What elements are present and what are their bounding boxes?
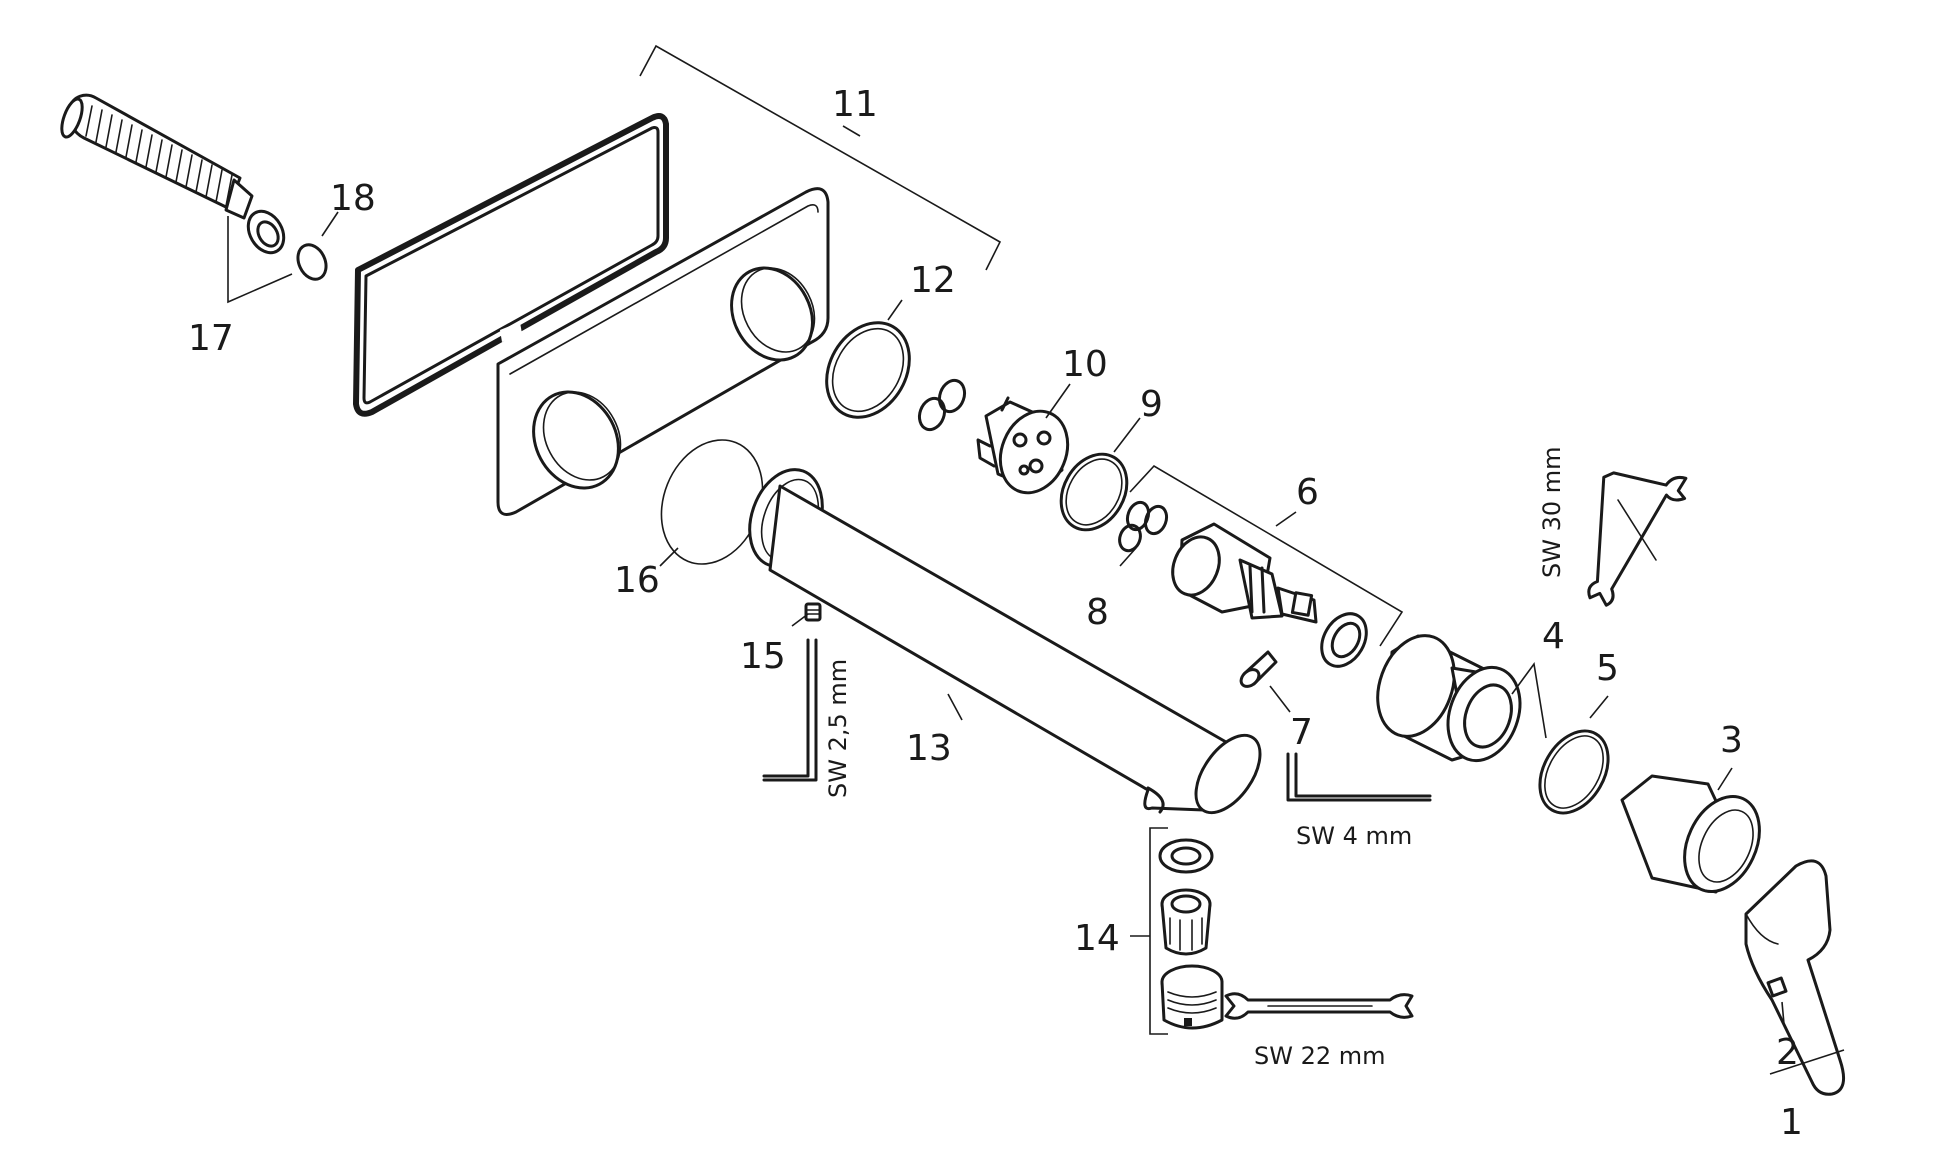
aerator-washer xyxy=(1158,838,1214,874)
label-10: 10 xyxy=(1062,344,1108,385)
spout-part-13 xyxy=(748,468,1262,815)
sleeve-part-3 xyxy=(1620,774,1761,894)
tool-label-sw-4: SW 4 mm xyxy=(1296,822,1412,850)
tool-label-sw-22: SW 22 mm xyxy=(1254,1042,1386,1070)
aerator-insert xyxy=(1160,888,1212,956)
cartridge-part-6 xyxy=(1171,522,1318,624)
label-3: 3 xyxy=(1720,720,1743,761)
o-ring-part-18 xyxy=(296,243,328,281)
lever-handle-part-1 xyxy=(1744,859,1846,1096)
allen-key-sw-4 xyxy=(1286,752,1432,802)
threaded-body-part-4 xyxy=(1376,634,1522,763)
tool-label-sw-30: SW 30 mm xyxy=(1538,446,1566,578)
o-ring-part-5 xyxy=(1538,729,1610,815)
cover-plate-part-11 xyxy=(496,187,830,516)
wrench-sw-22 xyxy=(1224,992,1414,1020)
grub-screw-part-2 xyxy=(1766,976,1788,998)
label-5: 5 xyxy=(1596,648,1619,689)
label-1: 1 xyxy=(1780,1102,1803,1143)
label-17: 17 xyxy=(188,318,234,359)
label-16: 16 xyxy=(614,560,660,601)
allen-key-sw-2-5 xyxy=(762,638,818,782)
label-4: 4 xyxy=(1542,616,1565,657)
aerator-housing xyxy=(1160,964,1224,1030)
label-6: 6 xyxy=(1296,472,1319,513)
screw-part-7 xyxy=(1239,650,1278,688)
o-rings-part-8 xyxy=(1118,500,1169,553)
label-9: 9 xyxy=(1140,384,1163,425)
grub-screw-part-15 xyxy=(804,602,822,622)
label-8: 8 xyxy=(1086,592,1109,633)
label-7: 7 xyxy=(1290,712,1313,753)
label-12: 12 xyxy=(910,260,956,301)
label-14: 14 xyxy=(1074,918,1120,959)
wrench-sw-30 xyxy=(1587,471,1688,607)
o-ring-part-9 xyxy=(1059,452,1129,532)
leader-lines xyxy=(227,44,1845,1075)
valve-insert-part-10 xyxy=(976,396,1070,495)
small-o-rings xyxy=(917,378,967,432)
o-ring-part-12 xyxy=(825,321,911,419)
ring-nut xyxy=(1320,612,1368,668)
label-18: 18 xyxy=(330,178,376,219)
label-11: 11 xyxy=(832,84,878,125)
label-15: 15 xyxy=(740,636,786,677)
tool-label-sw-2-5: SW 2,5 mm xyxy=(824,659,852,798)
label-13: 13 xyxy=(906,728,952,769)
gasket-frame-part-11 xyxy=(353,113,669,417)
label-2: 2 xyxy=(1776,1032,1799,1073)
flexible-hose-part-17 xyxy=(60,93,286,255)
